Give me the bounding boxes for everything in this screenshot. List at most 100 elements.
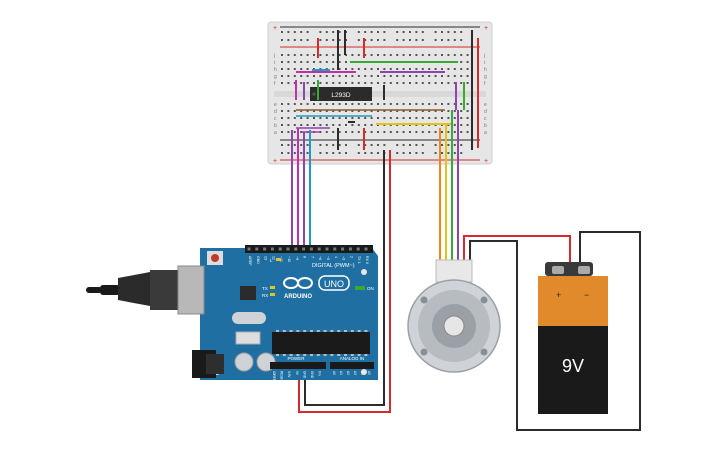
bb-hole[interactable]	[293, 117, 296, 119]
bb-hole[interactable]	[306, 124, 309, 126]
bb-hole[interactable]	[325, 61, 328, 63]
bb-hole[interactable]	[389, 75, 392, 77]
bb-hole[interactable]	[300, 61, 303, 63]
bb-hole[interactable]	[364, 117, 367, 119]
rail-hole[interactable]	[383, 31, 386, 33]
bb-hole[interactable]	[313, 61, 315, 63]
rail-hole[interactable]	[402, 39, 405, 41]
rail-hole[interactable]	[421, 144, 424, 146]
rail-hole[interactable]	[377, 39, 379, 41]
bb-hole[interactable]	[351, 110, 354, 112]
bb-hole[interactable]	[351, 131, 354, 133]
bb-hole[interactable]	[428, 103, 431, 105]
bb-hole[interactable]	[338, 103, 341, 105]
bb-hole[interactable]	[396, 75, 399, 77]
bb-hole[interactable]	[351, 75, 354, 77]
rail-hole[interactable]	[383, 39, 386, 41]
rail-hole[interactable]	[409, 152, 411, 154]
bb-hole[interactable]	[389, 110, 392, 112]
bb-hole[interactable]	[306, 54, 309, 56]
bb-hole[interactable]	[325, 75, 328, 77]
bb-hole[interactable]	[345, 68, 347, 70]
bb-hole[interactable]	[441, 117, 443, 119]
bb-hole[interactable]	[332, 54, 335, 56]
bb-hole[interactable]	[409, 68, 411, 70]
rail-hole[interactable]	[357, 39, 360, 41]
bb-hole[interactable]	[319, 75, 322, 77]
bb-hole[interactable]	[441, 103, 443, 105]
bb-hole[interactable]	[453, 110, 456, 112]
bb-hole[interactable]	[415, 82, 418, 84]
bb-hole[interactable]	[409, 110, 411, 112]
bb-hole[interactable]	[300, 131, 303, 133]
bb-hole[interactable]	[396, 103, 399, 105]
power-header[interactable]	[270, 362, 326, 369]
bb-hole[interactable]	[338, 54, 341, 56]
rail-hole[interactable]	[434, 144, 437, 146]
bb-hole[interactable]	[332, 103, 335, 105]
bb-hole[interactable]	[447, 82, 450, 84]
bb-hole[interactable]	[402, 103, 405, 105]
bb-hole[interactable]	[338, 82, 341, 84]
bb-hole[interactable]	[377, 117, 379, 119]
bb-hole[interactable]	[281, 110, 283, 112]
bb-hole[interactable]	[389, 131, 392, 133]
bb-hole[interactable]	[460, 61, 463, 63]
bb-hole[interactable]	[396, 68, 399, 70]
bb-hole[interactable]	[383, 54, 386, 56]
rail-hole[interactable]	[364, 152, 367, 154]
rail-hole[interactable]	[357, 31, 360, 33]
digital-pin[interactable]	[348, 247, 352, 251]
bb-hole[interactable]	[460, 68, 463, 70]
bb-hole[interactable]	[434, 117, 437, 119]
rail-hole[interactable]	[402, 31, 405, 33]
rail-hole[interactable]	[377, 31, 379, 33]
bb-hole[interactable]	[402, 82, 405, 84]
rail-hole[interactable]	[453, 152, 456, 154]
bb-hole[interactable]	[319, 54, 322, 56]
bb-hole[interactable]	[300, 110, 303, 112]
rail-hole[interactable]	[293, 144, 296, 146]
bb-hole[interactable]	[421, 68, 424, 70]
rail-hole[interactable]	[364, 144, 367, 146]
rail-hole[interactable]	[332, 39, 335, 41]
bb-hole[interactable]	[453, 131, 456, 133]
bb-hole[interactable]	[466, 75, 469, 77]
bb-hole[interactable]	[300, 75, 303, 77]
bb-hole[interactable]	[370, 131, 373, 133]
digital-pin[interactable]	[341, 247, 345, 251]
bb-hole[interactable]	[306, 110, 309, 112]
bb-hole[interactable]	[428, 131, 431, 133]
rail-hole[interactable]	[306, 152, 309, 154]
bb-hole[interactable]	[402, 131, 405, 133]
bb-hole[interactable]	[453, 117, 456, 119]
bb-hole[interactable]	[460, 124, 463, 126]
wire-battery-negative[interactable]	[469, 231, 641, 431]
bb-hole[interactable]	[357, 54, 360, 56]
bb-hole[interactable]	[281, 75, 283, 77]
bb-hole[interactable]	[287, 61, 290, 63]
bb-hole[interactable]	[293, 68, 296, 70]
rail-hole[interactable]	[434, 39, 437, 41]
bb-hole[interactable]	[351, 103, 354, 105]
bb-hole[interactable]	[396, 110, 399, 112]
bb-hole[interactable]	[345, 124, 347, 126]
bb-hole[interactable]	[338, 117, 341, 119]
bb-hole[interactable]	[441, 82, 443, 84]
rail-hole[interactable]	[325, 144, 328, 146]
rail-hole[interactable]	[281, 144, 283, 146]
bb-hole[interactable]	[409, 54, 411, 56]
bb-hole[interactable]	[287, 82, 290, 84]
wire-ground-return[interactable]	[304, 150, 385, 406]
bb-hole[interactable]	[466, 131, 469, 133]
bb-hole[interactable]	[453, 103, 456, 105]
rail-hole[interactable]	[409, 144, 411, 146]
bb-hole[interactable]	[377, 131, 379, 133]
digital-pin[interactable]	[333, 247, 337, 251]
bb-hole[interactable]	[313, 124, 315, 126]
rail-hole[interactable]	[338, 31, 341, 33]
rail-hole[interactable]	[441, 39, 443, 41]
bb-hole[interactable]	[460, 75, 463, 77]
rail-hole[interactable]	[396, 152, 399, 154]
bb-hole[interactable]	[293, 82, 296, 84]
